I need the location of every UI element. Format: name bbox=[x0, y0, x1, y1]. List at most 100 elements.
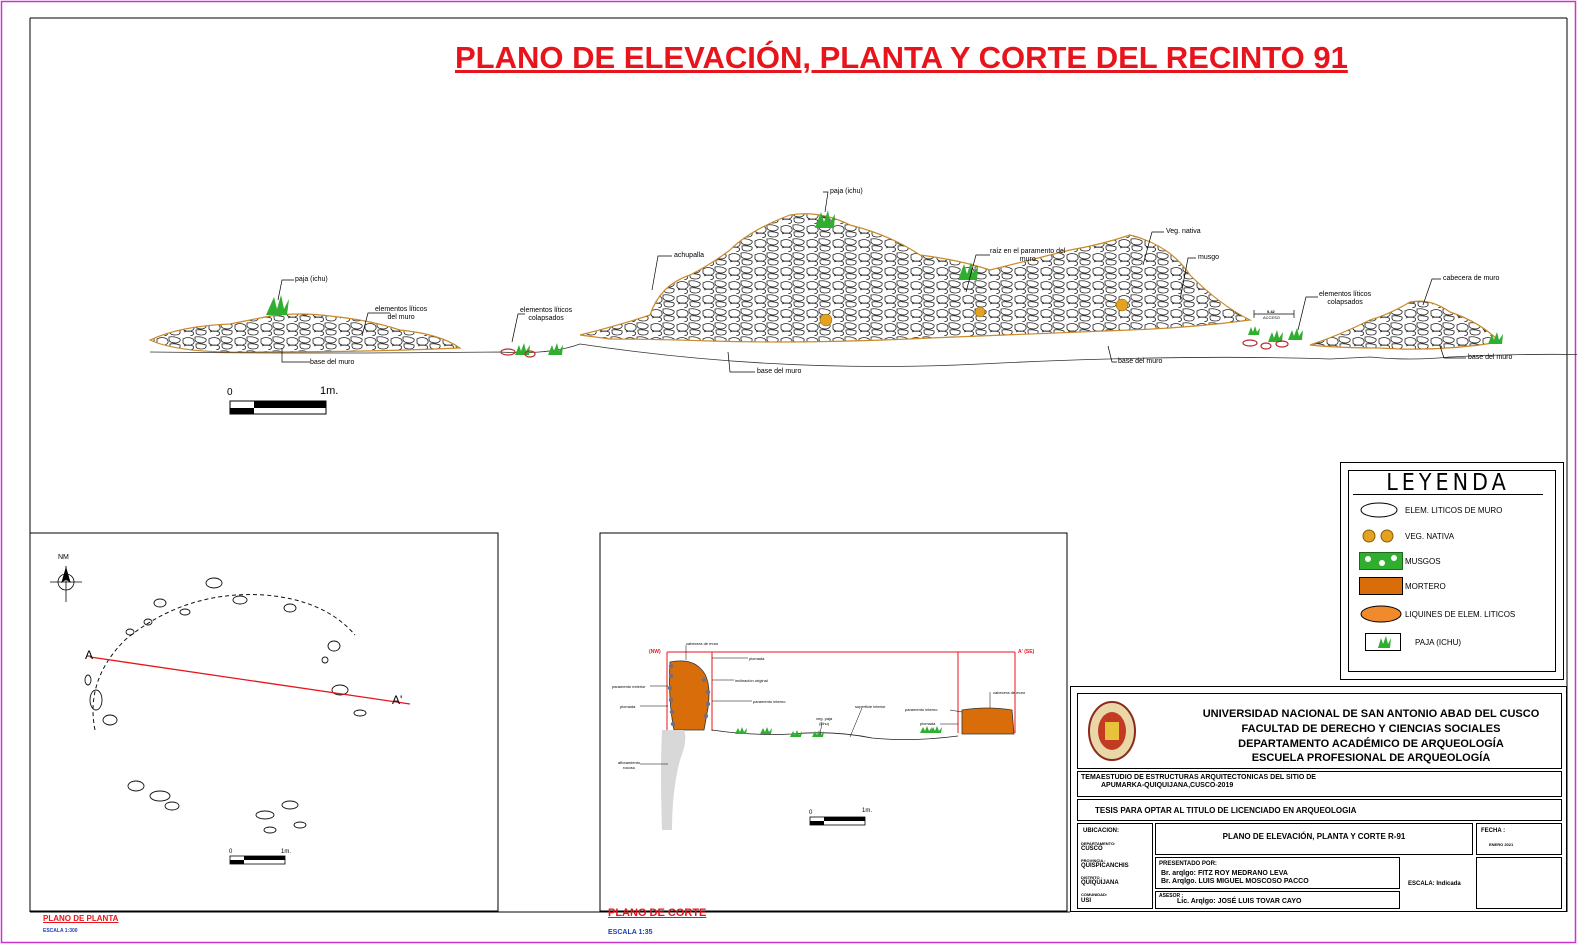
plan-scale-bar bbox=[229, 855, 286, 865]
fecha-value: ENERO 2021 bbox=[1489, 842, 1514, 847]
label-achupalla: achupalla bbox=[674, 252, 704, 259]
fecha-label: FECHA : bbox=[1481, 828, 1506, 834]
presentado-label: PRESENTADO POR: bbox=[1159, 861, 1217, 867]
drawing-title: PLANO DE ELEVACIÓN, PLANTA Y CORTE DEL R… bbox=[455, 40, 1348, 75]
label-veg-nativa: Veg. nativa bbox=[1166, 228, 1201, 235]
school-name: ESCUELA PROFESIONAL DE ARQUEOLOGÍA bbox=[1251, 752, 1491, 764]
mortar-icon bbox=[1359, 577, 1403, 595]
elevation-scale-one: 1m. bbox=[320, 385, 339, 397]
plano-box bbox=[1155, 823, 1473, 855]
section-surface bbox=[711, 729, 959, 740]
veg-nativa-icon bbox=[1359, 527, 1403, 545]
section-rock-outcrop bbox=[661, 730, 686, 830]
section-label-veg-paja: veg. paja (ichu) bbox=[816, 716, 833, 726]
paja-icon bbox=[1365, 633, 1401, 651]
ground-line bbox=[149, 343, 1577, 367]
label-paja-2: paja (ichu) bbox=[830, 188, 863, 195]
label-base-muro-4: base del muro bbox=[1468, 354, 1513, 361]
section-scale-one: 1m. bbox=[862, 808, 873, 814]
plan-drawing bbox=[29, 532, 499, 912]
section-cut-frame bbox=[666, 651, 1016, 733]
cut-label-a-prime: A' bbox=[392, 693, 403, 707]
section-tag-right: A' (SE) bbox=[1018, 649, 1035, 655]
comunidad-label: COMUNIDAD: bbox=[1081, 892, 1108, 897]
plano-name: PLANO DE ELEVACIÓN, PLANTA Y CORTE R-91 bbox=[1222, 832, 1406, 841]
provincia-label: PROVINCIA : bbox=[1081, 858, 1106, 863]
tesis-text: TESIS PARA OPTAR AL TITULO DE LICENCIADO… bbox=[1095, 806, 1357, 815]
stone-icon bbox=[1359, 501, 1403, 519]
section-label-plomada-2: plomada bbox=[620, 704, 636, 709]
section-label-superficie: superficie interior bbox=[855, 704, 886, 709]
label-colapsados-2: elementos líticos colapsados bbox=[1319, 291, 1372, 306]
tema-label: TEMA: bbox=[1081, 774, 1104, 781]
elevation-drawing bbox=[148, 191, 1577, 415]
departamento-label: DEPARTAMENTO: bbox=[1081, 841, 1116, 846]
presentado-box bbox=[1155, 857, 1400, 889]
plan-caption: PLANO DE PLANTA bbox=[43, 914, 119, 923]
label-base-muro-2: base del muro bbox=[757, 368, 802, 375]
section-wall-left-stones bbox=[667, 663, 711, 727]
section-scale-bar bbox=[809, 816, 866, 826]
tesis-row bbox=[1077, 799, 1562, 821]
label-cabecera: cabecera de muro bbox=[1443, 275, 1500, 282]
moss-icon bbox=[1359, 552, 1403, 570]
cut-label-a: A bbox=[85, 648, 94, 662]
section-label-afloramiento: afloramiento rocoso bbox=[618, 760, 641, 770]
label-colapsados-1: elementos líticos colapsados bbox=[520, 307, 573, 322]
label-base-muro-3: base del muro bbox=[1118, 358, 1163, 365]
legend: LEYENDA ELEM. LITICOS DE MURO VEG. NATIV… bbox=[1340, 462, 1564, 680]
autor-2: Br. Arqlgo. LUIS MIGUEL MOSCOSO PACCO bbox=[1161, 878, 1309, 885]
university-name: UNIVERSIDAD NACIONAL DE SAN ANTONIO ABAD… bbox=[1202, 708, 1540, 720]
comunidad-value: USI bbox=[1081, 898, 1092, 904]
tema-row bbox=[1077, 771, 1562, 797]
blank-box bbox=[1476, 857, 1562, 909]
section-scale-zero: 0 bbox=[809, 810, 813, 816]
label-elementos-liticos: elementos líticos del muro bbox=[375, 306, 428, 321]
label-paja-1: paja (ichu) bbox=[295, 276, 328, 283]
lichen-icon bbox=[1359, 605, 1403, 623]
label-acceso-value: 0.42 bbox=[1267, 309, 1275, 314]
veg-nativa-symbols bbox=[819, 298, 1129, 327]
section-label-plomada: plomada bbox=[749, 656, 765, 661]
university-seal-icon bbox=[1087, 700, 1137, 762]
title-block-header bbox=[1077, 693, 1562, 769]
departamento-value: CUSCO bbox=[1081, 846, 1103, 852]
label-acceso: ACCESO bbox=[1263, 315, 1280, 320]
department-name: DEPARTAMENTO ACADÉMICO DE ARQUEOLOGÍA bbox=[1238, 738, 1504, 750]
distrito-label: DISTRITO : bbox=[1081, 875, 1103, 880]
distrito-value: QUIQUIJANA bbox=[1081, 880, 1119, 886]
asesor-box bbox=[1155, 891, 1400, 909]
ubicacion-box bbox=[1077, 823, 1153, 909]
section-label-paramento-exterior: paramento exterior bbox=[612, 684, 646, 689]
label-raiz: raíz en el paramento del muro bbox=[990, 248, 1066, 263]
elevation-leaders bbox=[277, 191, 1466, 373]
elevation-scale-zero: 0 bbox=[227, 387, 233, 398]
section-tag-left: (NW) bbox=[649, 649, 661, 655]
asesor-label: ASESOR : bbox=[1159, 893, 1184, 899]
provincia-value: QUISPICANCHIS bbox=[1081, 863, 1129, 869]
section-wall-left bbox=[669, 660, 710, 731]
ubicacion-label: UBICACION: bbox=[1083, 828, 1119, 834]
plan-scale-zero: 0 bbox=[229, 849, 233, 855]
north-label: NM bbox=[58, 554, 69, 561]
escala-value: ESCALA: Indicada bbox=[1408, 881, 1461, 887]
section-wall-right bbox=[961, 707, 1015, 735]
fecha-box bbox=[1476, 823, 1562, 855]
elevation-scale-bar bbox=[229, 400, 327, 415]
section-caption: PLANO DE CORTE bbox=[608, 907, 707, 919]
section-drawing bbox=[599, 532, 1068, 912]
paja-symbols bbox=[266, 210, 1503, 355]
plan-caption-scale: ESCALA 1:300 bbox=[43, 928, 78, 934]
plan-scale-one: 1m. bbox=[281, 849, 292, 855]
cut-line-a bbox=[89, 656, 411, 705]
label-base-muro-1: base del muro bbox=[310, 359, 355, 366]
wall-segment-1 bbox=[148, 313, 462, 353]
faculty-name: FACULTAD DE DERECHO Y CIENCIAS SOCIALES bbox=[1241, 723, 1501, 735]
title-block: UNIVERSIDAD NACIONAL DE SAN ANTONIO ABAD… bbox=[1070, 686, 1567, 912]
legend-title: LEYENDA bbox=[1353, 470, 1543, 496]
north-arrow-icon bbox=[50, 566, 82, 602]
section-label-paramento-interno: paramento interno bbox=[753, 699, 786, 704]
wall-segment-2 bbox=[579, 213, 1253, 343]
section-paja bbox=[735, 726, 942, 737]
